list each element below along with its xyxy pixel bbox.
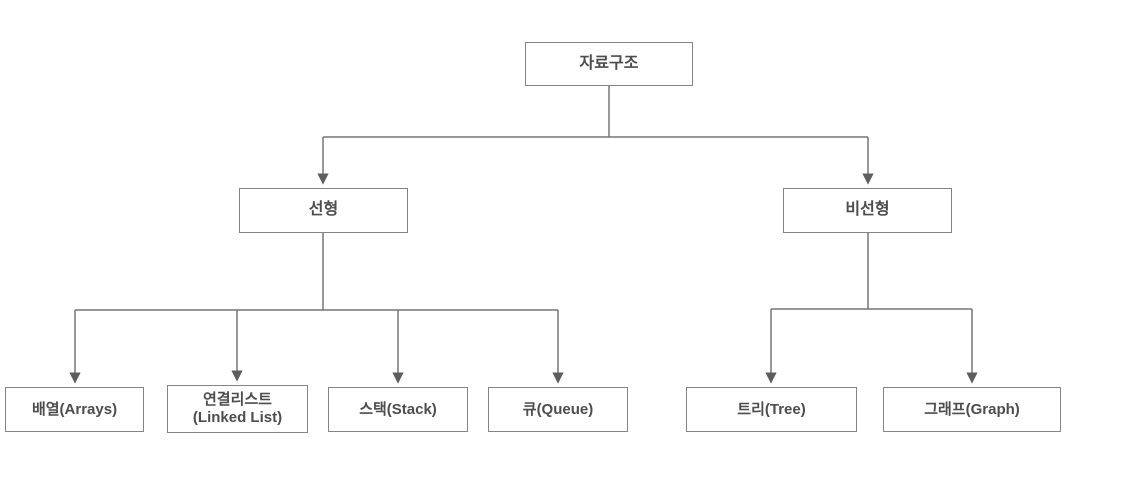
node-stack: 스택(Stack)	[328, 387, 468, 432]
node-nonlinear: 비선형	[783, 188, 952, 233]
node-graph: 그래프(Graph)	[883, 387, 1061, 432]
node-data-structure: 자료구조	[525, 42, 693, 86]
node-linear: 선형	[239, 188, 408, 233]
node-tree: 트리(Tree)	[686, 387, 857, 432]
node-linked-list: 연결리스트 (Linked List)	[167, 385, 308, 433]
node-arrays: 배열(Arrays)	[5, 387, 144, 432]
node-queue: 큐(Queue)	[488, 387, 628, 432]
